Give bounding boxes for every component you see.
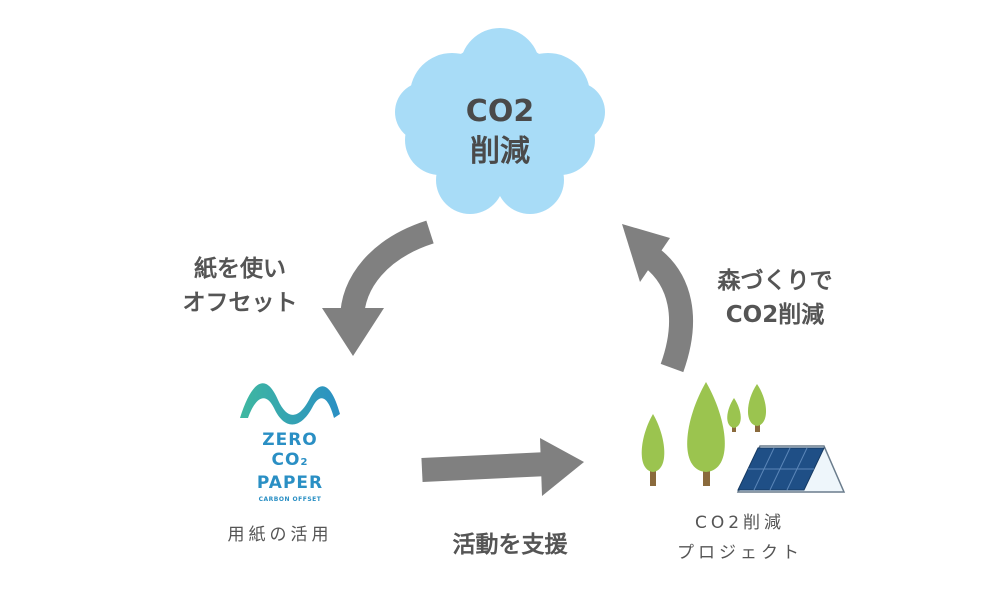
project-node-line1: CO2削減	[694, 513, 786, 533]
co2-cloud	[395, 28, 605, 214]
arrow-paper-to-project	[421, 438, 584, 496]
arrow-cloud-to-paper	[322, 220, 434, 356]
logo-caption: CARBON OFFSET	[258, 496, 322, 503]
tree-icon	[727, 398, 741, 432]
zero-co2-paper-logo-icon	[240, 383, 340, 425]
offset-step-line2: オフセット	[182, 290, 298, 316]
arrow-project-to-cloud	[622, 224, 694, 373]
logo-line2-main: CO	[271, 450, 301, 470]
offset-step-line1: 紙を使い	[194, 256, 286, 282]
project-node-line2: プロジェクト	[677, 543, 803, 563]
cloud-label-line2: 削減	[470, 134, 530, 169]
tree-icon	[687, 382, 725, 486]
solar-panel-icon	[736, 445, 846, 493]
cloud-label: CO2 削減	[420, 92, 580, 172]
tree-icon	[747, 384, 767, 432]
forest-step-line1: 森づくりで	[717, 268, 833, 294]
offset-step-label: 紙を使い オフセット	[150, 252, 330, 320]
forest-step-line2: CO2削減	[725, 302, 825, 328]
zero-co2-paper-logo-text: ZERO CO2 PAPER CARBON OFFSET	[235, 430, 345, 505]
cloud-label-line1: CO2	[465, 94, 535, 129]
logo-line2-sub: 2	[300, 457, 309, 468]
forest-icon	[641, 382, 767, 486]
paper-node-label: 用紙の活用	[227, 525, 333, 545]
support-step-label: 活動を支援	[452, 532, 568, 558]
logo-line1: ZERO	[262, 430, 318, 450]
logo-line2: CO2	[235, 450, 345, 473]
logo-line3: PAPER	[256, 473, 324, 493]
project-node-label: CO2削減 プロジェクト	[640, 508, 840, 568]
tree-icon	[641, 414, 665, 486]
forest-step-label: 森づくりで CO2削減	[690, 264, 860, 332]
